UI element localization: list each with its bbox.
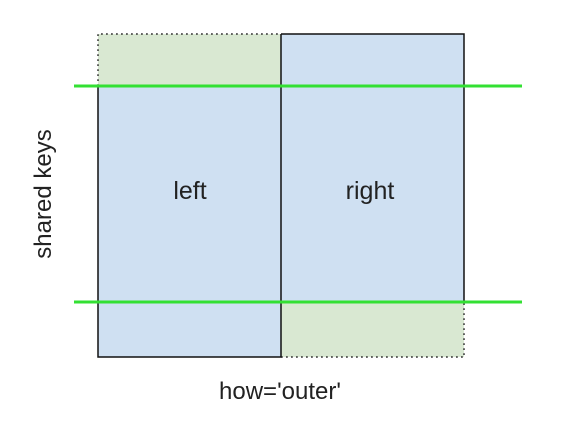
left-block-border [97,34,282,358]
right-label: right [346,177,395,205]
how-outer-caption: how='outer' [219,378,341,405]
right-block [281,34,464,302]
shared-keys-label: shared keys [30,129,57,258]
left-missing-region [98,34,281,86]
right-missing-border [281,302,465,358]
left-block [98,86,281,357]
right-missing-region [281,302,464,357]
left-label: left [173,177,206,205]
right-block-border [281,33,465,302]
